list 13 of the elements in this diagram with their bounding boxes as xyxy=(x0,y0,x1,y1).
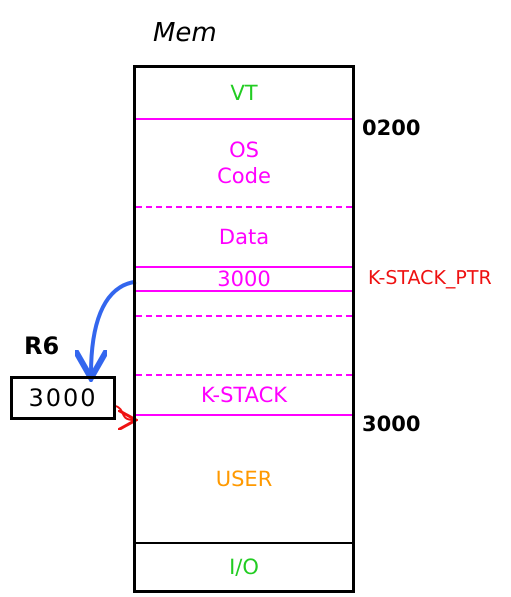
os-code-region: OS Code xyxy=(136,118,352,206)
pointer-label: K-STACK_PTR xyxy=(368,267,492,289)
register-label: R6 xyxy=(24,332,60,360)
data-region: Data xyxy=(136,206,352,266)
kernel-stack-region: K-STACK xyxy=(136,374,352,414)
address-label: 0200 xyxy=(362,116,420,140)
address-label: 3000 xyxy=(362,412,420,436)
arrow xyxy=(116,405,138,431)
vt-region: VT xyxy=(136,68,352,118)
register-box: 3000 xyxy=(10,376,116,420)
user-region: USER xyxy=(136,414,352,542)
io-region: I/O xyxy=(136,542,352,590)
column-heading: Mem xyxy=(153,18,217,48)
